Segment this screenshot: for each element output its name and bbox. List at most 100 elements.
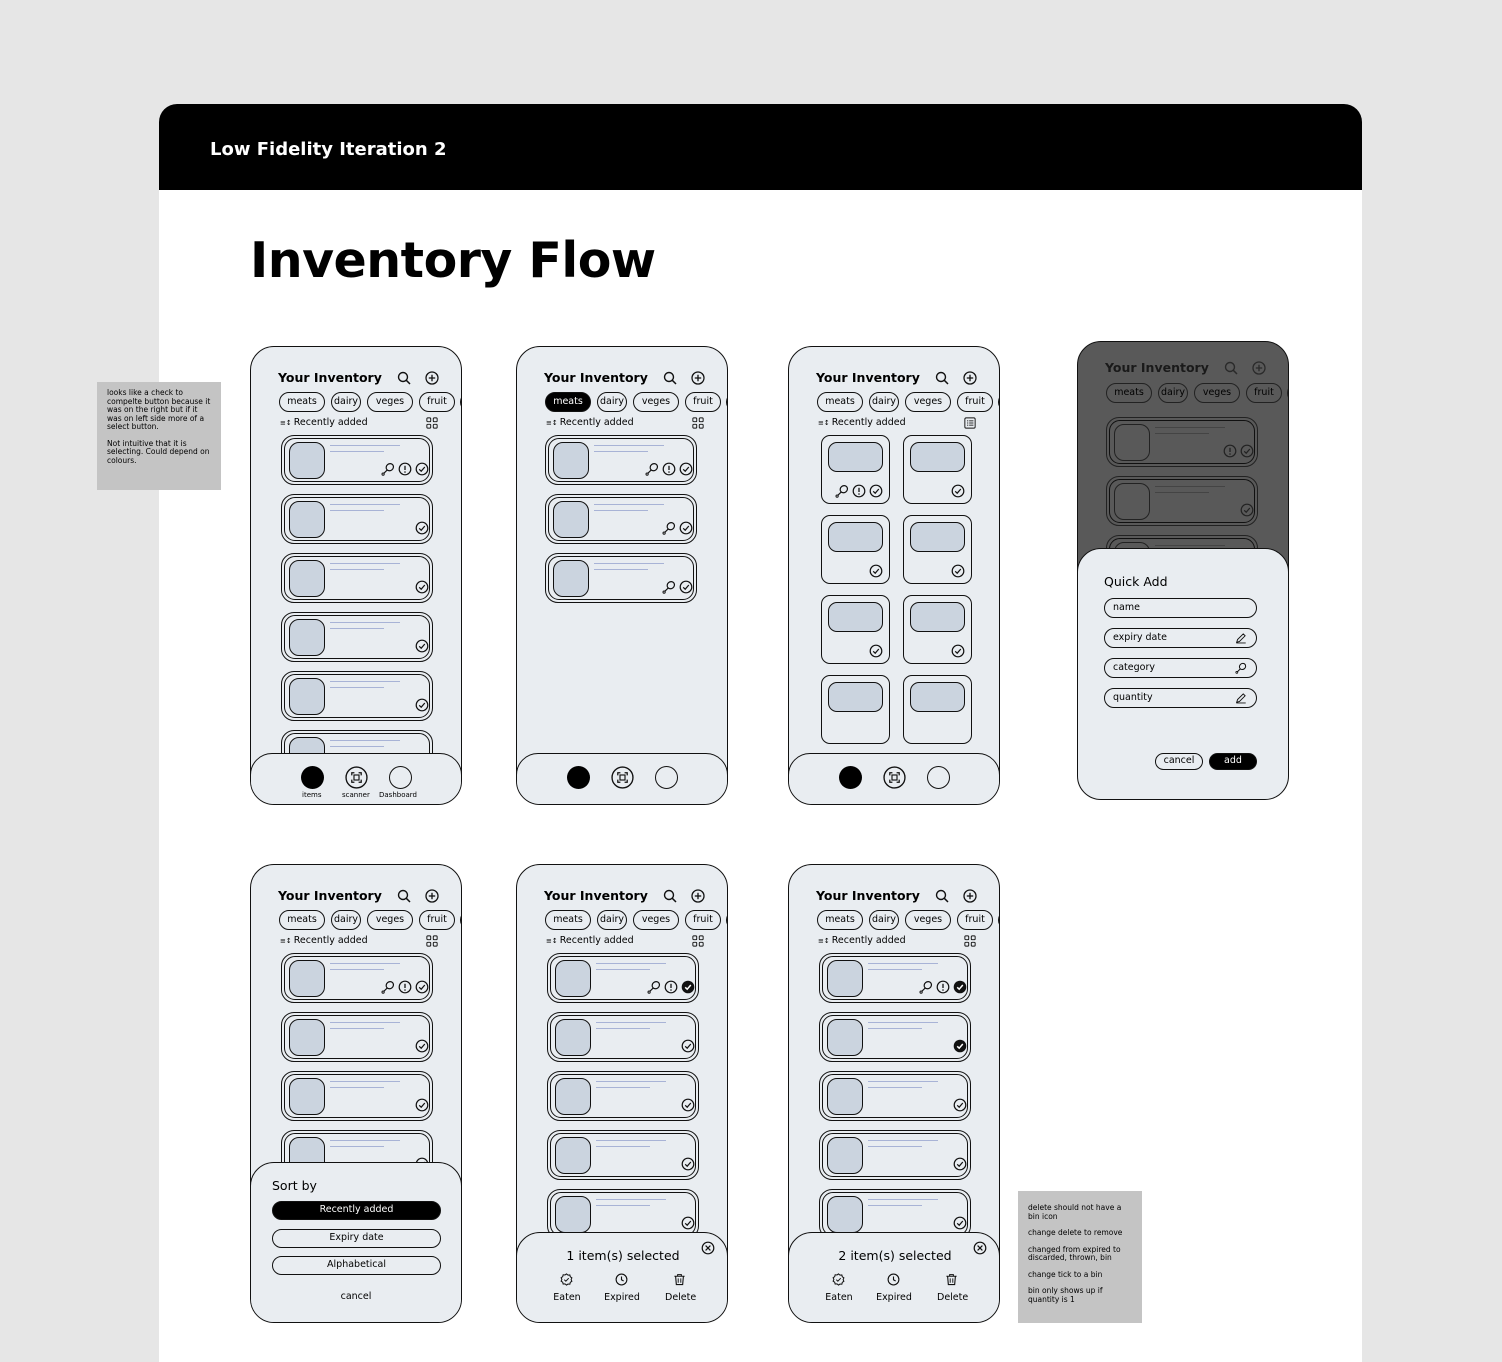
check-icon[interactable] [415,639,429,653]
sort-toggle[interactable]: ≡↕Recently added [818,417,906,428]
add-circle-icon[interactable] [691,889,705,903]
item-card[interactable] [1106,476,1258,526]
check-icon[interactable] [681,1216,695,1230]
check-icon[interactable] [415,1039,429,1053]
check-icon[interactable] [415,462,429,476]
chip-fruit[interactable]: fruit [957,910,993,930]
item-card[interactable] [281,553,433,603]
chip-fruit[interactable]: fruit [1246,383,1282,403]
chip-dairy[interactable]: dairy [869,910,899,930]
cancel-button[interactable]: cancel [1155,753,1203,770]
chip-meats[interactable]: meats [817,392,863,412]
check-icon[interactable] [953,1157,967,1171]
item-card[interactable] [281,435,433,485]
check-icon[interactable] [869,564,883,578]
search-icon[interactable] [935,889,949,903]
item-card[interactable] [545,435,697,485]
close-circle-icon[interactable] [701,1241,715,1255]
chip-more[interactable] [1287,383,1288,403]
check-icon[interactable] [415,980,429,994]
checked-filled-icon[interactable] [953,980,967,994]
grid-view-icon[interactable] [426,417,438,429]
scanner-icon[interactable] [611,766,634,789]
nav-dashboard-icon[interactable] [655,766,678,789]
add-circle-icon[interactable] [691,371,705,385]
item-card[interactable] [547,1071,699,1121]
add-circle-icon[interactable] [425,371,439,385]
quantity-field[interactable]: quantity [1104,688,1257,708]
chip-veges[interactable]: veges [633,392,679,412]
chip-meats[interactable]: meats [1106,383,1152,403]
search-icon[interactable] [397,889,411,903]
nav-items-icon[interactable] [839,766,862,789]
item-card-grid[interactable] [821,675,890,744]
check-icon[interactable] [951,644,965,658]
add-circle-icon[interactable] [963,889,977,903]
sort-cancel-button[interactable]: cancel [340,1291,372,1302]
chip-more[interactable] [726,392,727,412]
item-card[interactable] [547,953,699,1003]
sort-toggle[interactable]: ≡↕Recently added [818,935,906,946]
sort-option-alpha[interactable]: Alphabetical [272,1256,441,1275]
add-circle-icon[interactable] [963,371,977,385]
checked-filled-icon[interactable] [953,1039,967,1053]
check-icon[interactable] [953,1216,967,1230]
expiry-date-field[interactable]: expiry date [1104,628,1257,648]
chip-veges[interactable]: veges [367,392,413,412]
item-card-grid[interactable] [903,435,972,504]
grid-view-icon[interactable] [692,935,704,947]
sort-option-expiry[interactable]: Expiry date [272,1229,441,1248]
item-card[interactable] [819,1071,971,1121]
item-card-grid[interactable] [821,515,890,584]
nav-items-icon[interactable] [567,766,590,789]
item-card[interactable] [281,494,433,544]
search-icon[interactable] [1224,361,1238,375]
chip-meats[interactable]: meats [279,392,325,412]
item-card[interactable] [547,1130,699,1180]
sort-toggle[interactable]: ≡↕Recently added [546,935,634,946]
chip-dairy[interactable]: dairy [597,910,627,930]
chip-veges[interactable]: veges [633,910,679,930]
check-icon[interactable] [869,644,883,658]
sort-option-recent[interactable]: Recently added [272,1201,441,1220]
check-icon[interactable] [951,564,965,578]
check-icon[interactable] [415,580,429,594]
action-delete-button[interactable]: Delete [665,1273,696,1309]
chip-more[interactable] [460,392,461,412]
chip-meats[interactable]: meats [279,910,325,930]
item-card-grid[interactable] [903,675,972,744]
chip-more[interactable] [726,910,727,930]
item-card[interactable] [281,671,433,721]
search-icon[interactable] [663,371,677,385]
chip-fruit[interactable]: fruit [419,910,455,930]
grid-view-icon[interactable] [964,935,976,947]
scanner-icon[interactable] [883,766,906,789]
item-card[interactable] [819,1012,971,1062]
chip-veges[interactable]: veges [905,392,951,412]
check-icon[interactable] [679,521,693,535]
check-icon[interactable] [681,1039,695,1053]
chip-meats[interactable]: meats [545,910,591,930]
sort-toggle[interactable]: ≡↕Recently added [546,417,634,428]
action-delete-button[interactable]: Delete [937,1273,968,1309]
chip-fruit[interactable]: fruit [685,910,721,930]
chip-dairy[interactable]: dairy [331,910,361,930]
chip-dairy[interactable]: dairy [331,392,361,412]
check-icon[interactable] [681,1157,695,1171]
check-icon[interactable] [679,462,693,476]
action-expired-button[interactable]: Expired [875,1273,913,1309]
action-expired-button[interactable]: Expired [603,1273,641,1309]
check-icon[interactable] [1240,444,1254,458]
nav-dashboard-icon[interactable] [927,766,950,789]
item-card[interactable] [281,1012,433,1062]
chip-fruit[interactable]: fruit [419,392,455,412]
check-icon[interactable] [953,1098,967,1112]
item-card[interactable] [545,553,697,603]
chip-meats[interactable]: meats [817,910,863,930]
sort-toggle[interactable]: ≡↕Recently added [280,935,368,946]
sort-toggle[interactable]: ≡↕Recently added [280,417,368,428]
check-icon[interactable] [681,1098,695,1112]
nav-dashboard-icon[interactable] [389,766,412,789]
add-button[interactable]: add [1209,753,1257,770]
chip-veges[interactable]: veges [367,910,413,930]
